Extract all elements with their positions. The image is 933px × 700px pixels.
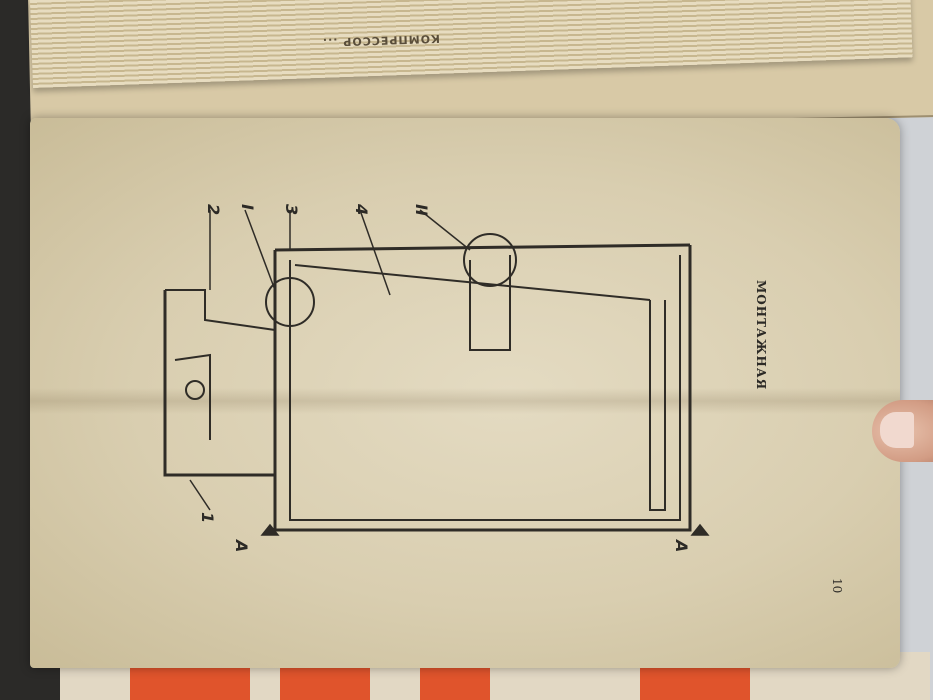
section-label-right: A [672,538,691,552]
leader-1 [189,479,211,511]
detail-circle-II [463,233,517,287]
leader-I [244,209,276,291]
thumbnail-nail [880,412,914,448]
callout-4: 4 [352,203,371,215]
page-title: МОНТАЖНАЯ [754,280,768,391]
frame-outline [273,245,692,532]
callout-II: II [412,204,431,216]
callout-1: 1 [198,512,217,523]
top-rail [274,243,691,252]
detail-circle-I [265,277,315,327]
book-page [30,118,900,668]
leader-II [419,209,471,251]
page-number: 10 [830,578,844,594]
mount-block [469,255,511,351]
right-post [649,300,666,511]
callout-2: 2 [204,204,223,215]
section-label-left: A [232,538,251,552]
machine-body [163,290,275,477]
page-fold-shadow [30,388,900,414]
callout-3: 3 [282,204,301,215]
callout-I: I [238,204,257,210]
leader-4 [359,209,391,296]
frame-inner [289,255,681,521]
technical-drawing: 2 I 3 4 II 1 A A [163,203,710,552]
rod-4 [294,264,651,301]
